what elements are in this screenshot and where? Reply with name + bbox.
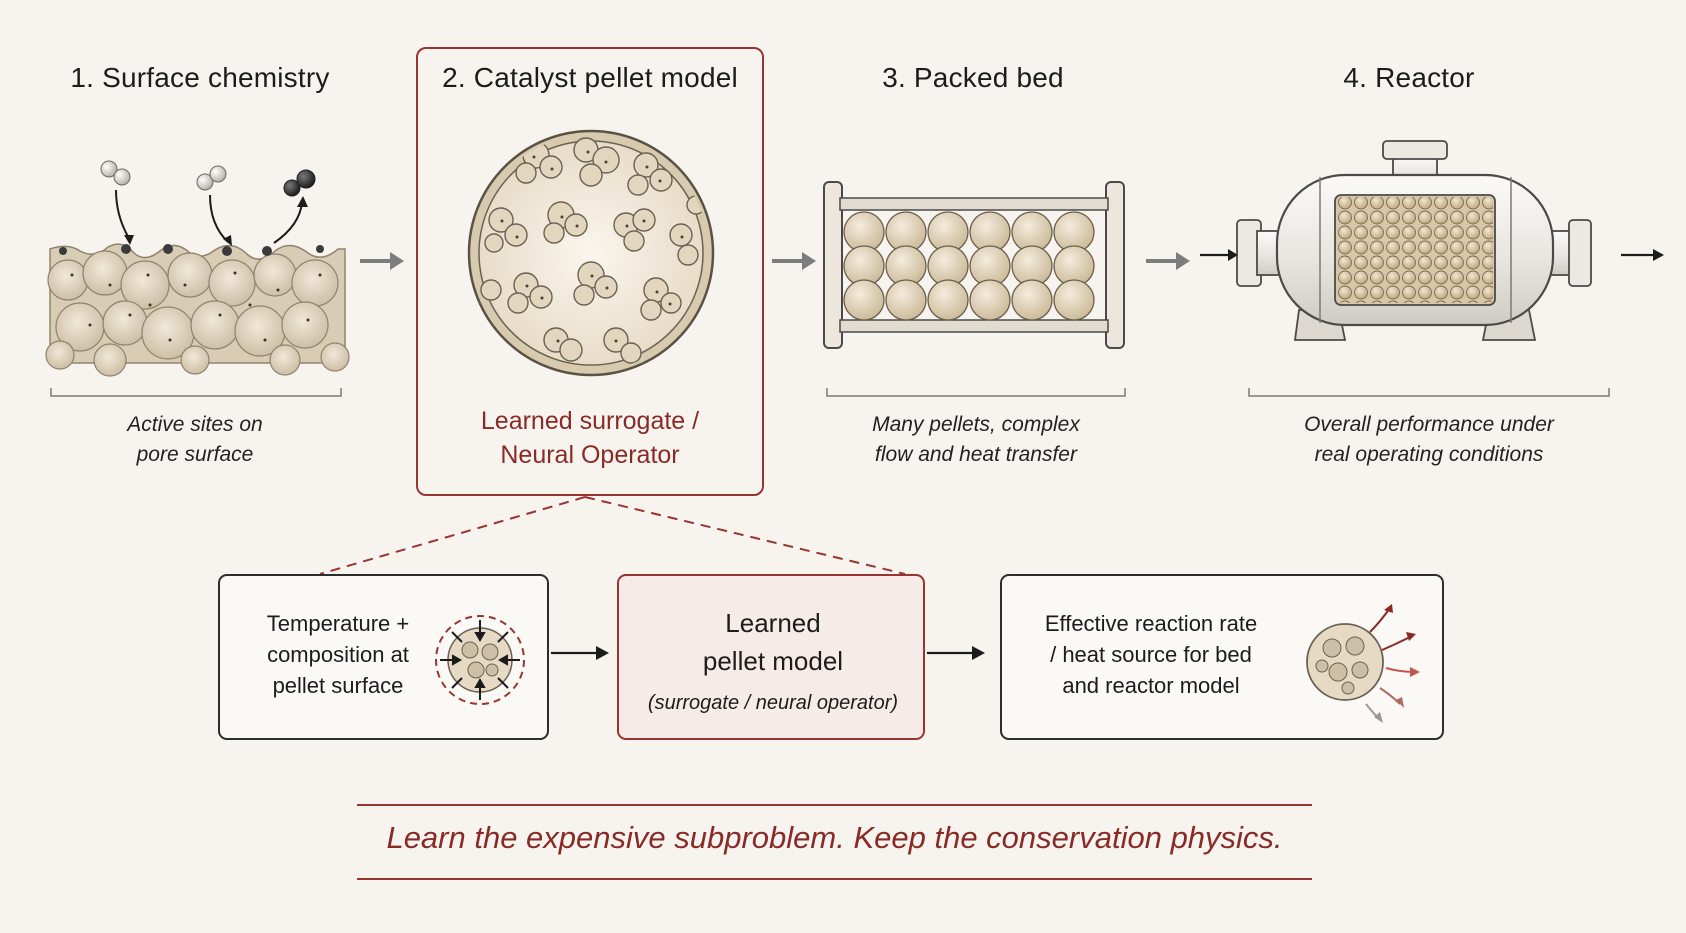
bracket-stage-4 (1248, 388, 1610, 397)
stage-title-packed-bed: 3. Packed bed (882, 62, 1064, 93)
packed-bed-illustration (823, 181, 1125, 349)
caption-line: real operating conditions (1314, 443, 1544, 466)
caption-line: flow and heat transfer (875, 443, 1077, 466)
caption-reactor: Overall performance under real operating… (1248, 410, 1610, 470)
pellet-inward-arrows-icon (435, 615, 525, 705)
learned-model-subtitle: (surrogate / neural operator) (647, 692, 899, 714)
bracket-stage-3 (826, 388, 1126, 397)
stage-arrow-3-4 (1146, 252, 1190, 270)
surrogate-line: Learned surrogate / (480, 407, 700, 435)
caption-packed-bed: Many pellets, complex flow and heat tran… (826, 410, 1126, 470)
input-line: composition at (267, 642, 409, 667)
tagline-bottom-rule (357, 878, 1312, 880)
tagline-top-rule (357, 804, 1312, 806)
model-title-line: pellet model (702, 646, 844, 676)
input-box: Temperature + composition at pellet surf… (218, 574, 549, 740)
surrogate-label: Learned surrogate / Neural Operator (416, 404, 764, 472)
caption-line: Active sites on (127, 413, 263, 436)
surrogate-line: Neural Operator (500, 441, 680, 469)
output-line: Effective reaction rate (1044, 611, 1258, 636)
input-line: pellet surface (272, 673, 404, 698)
catalyst-pellet-illustration (467, 129, 715, 377)
learned-model-title: Learned pellet model (619, 604, 927, 680)
stage-arrow-1-2 (360, 252, 404, 270)
reactor-outlet-arrow (1621, 249, 1664, 261)
output-box: Effective reaction rate / heat source fo… (1000, 574, 1444, 740)
reactor-inlet-arrow (1200, 249, 1238, 261)
caption-line: Many pellets, complex (872, 413, 1080, 436)
tagline: Learn the expensive subproblem. Keep the… (386, 820, 1283, 855)
surface-chemistry-illustration (45, 160, 350, 377)
pellet-heat-release-icon (1306, 604, 1420, 723)
output-line: and reactor model (1062, 673, 1240, 698)
reactor-illustration (1236, 140, 1592, 341)
catalyst-pellet-highlight-box (416, 47, 764, 496)
bracket-stage-1 (50, 388, 342, 397)
stage-title-reactor: 4. Reactor (1343, 62, 1475, 93)
caption-line: Overall performance under (1304, 413, 1554, 436)
stage-arrow-2-3 (772, 252, 816, 270)
learned-model-box: Learned pellet model (surrogate / neural… (617, 574, 925, 740)
input-text: Temperature + composition at pellet surf… (238, 608, 438, 701)
caption-surface-chemistry: Active sites on pore surface (60, 410, 330, 470)
output-text: Effective reaction rate / heat source fo… (1026, 608, 1276, 701)
caption-line: pore surface (136, 443, 254, 466)
model-title-line: Learned (725, 608, 821, 638)
input-line: Temperature + (266, 611, 410, 636)
flow-arrow-2 (927, 646, 985, 660)
output-line: / heat source for bed (1050, 642, 1252, 667)
stage-title-catalyst-pellet: 2. Catalyst pellet model (442, 62, 738, 93)
flow-arrow-1 (551, 646, 609, 660)
stage-title-surface-chemistry: 1. Surface chemistry (70, 62, 330, 93)
